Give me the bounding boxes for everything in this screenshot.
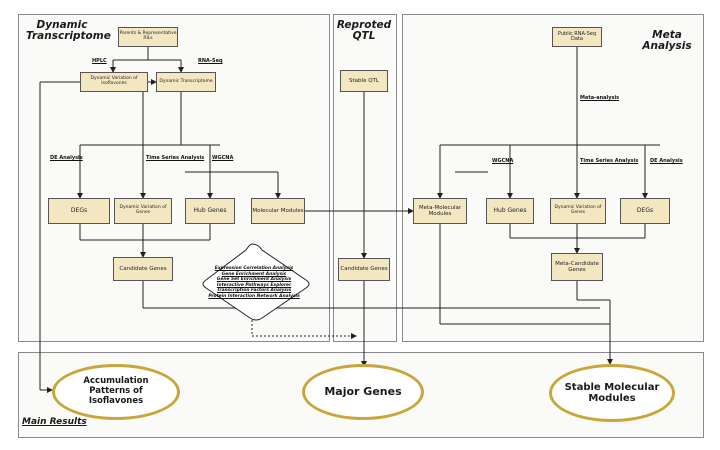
analysis-item: Gene Set Enrichment Analysis [216,277,292,282]
reported-qtl-title: Reproted QTL [336,19,392,43]
meta-candidate-genes-node: Meta-Candidate Genes [551,253,603,281]
dynamic-title-line-2: Transcriptome [26,30,111,43]
meta-analysis-panel [402,14,704,342]
stable-molecular-modules-result: Stable Molecular Modules [549,364,675,422]
dynamic-title-line-1: Dynamic [36,19,88,31]
parents-node: Parents & Representative RILs [118,27,178,47]
candidate-genes-qtl-node: Candidate Genes [338,258,390,281]
accumulation-patterns-result: Accumulation Patterns of Isoflavones [52,364,180,420]
analysis-item: Expression Correlation Analysis [214,266,294,271]
molecular-modules-node: Molecular Modules [251,198,305,224]
hub-genes-left-node: Hub Genes [185,198,235,224]
label-rnaseq: RNA-Seq [198,58,223,64]
main-results-title: Main Results [22,417,87,427]
degs-left-node: DEGs [48,198,110,224]
label-hplc: HPLC [92,58,107,64]
analysis-list: Expression Correlation Analysis Gene Enr… [204,266,304,299]
analysis-item: Interactive Pathways Explorer [216,282,292,288]
dyn-var-genes-right-node: Dynamic Variation of Genes [550,198,606,224]
qtl-title-line-2: QTL [352,30,376,43]
reported-qtl-panel [333,14,397,342]
label-de-left: DE Analysis [50,155,83,161]
hub-genes-right-node: Hub Genes [486,198,534,224]
candidate-genes-left-node: Candidate Genes [113,257,173,281]
analysis-item: Transcription Factors Analysis [216,288,292,293]
meta-analysis-title: Meta Analysis [636,29,698,53]
label-wgcna-right: WGCNA [492,158,514,164]
public-rna-seq-node: Public RNA-Seq Data [552,27,602,47]
dyn-var-isoflavones-node: Dynamic Variation of Isoflavones [80,72,148,92]
analysis-item: Protein Interaction Network Analysis [208,293,300,299]
dynamic-transcriptome-title: Dynamic Transcriptome [26,19,111,43]
label-de-right: DE Analysis [650,158,683,164]
label-ts-left: Time Series Analysis [146,155,205,161]
meta-molecular-modules-node: Meta-Molecular Modules [413,198,467,224]
dyn-var-genes-left-node: Dynamic Variation of Genes [114,198,172,224]
label-meta-analysis: Meta-analysis [580,95,620,101]
dynamic-transcriptome-node: Dynamic Transcriptome [156,72,216,92]
degs-right-node: DEGs [620,198,670,224]
meta-title-line-1: Meta [652,29,682,41]
major-genes-result: Major Genes [302,364,424,420]
meta-title-line-2: Analysis [642,40,692,53]
label-ts-right: Time Series Analysis [580,158,639,164]
qtl-title-line-1: Reproted [336,19,392,31]
label-wgcna-left: WGCNA [212,155,234,161]
stable-qtl-node: Stable QTL [340,70,388,92]
analysis-item: Gene Enrichment Analysis [221,271,287,277]
